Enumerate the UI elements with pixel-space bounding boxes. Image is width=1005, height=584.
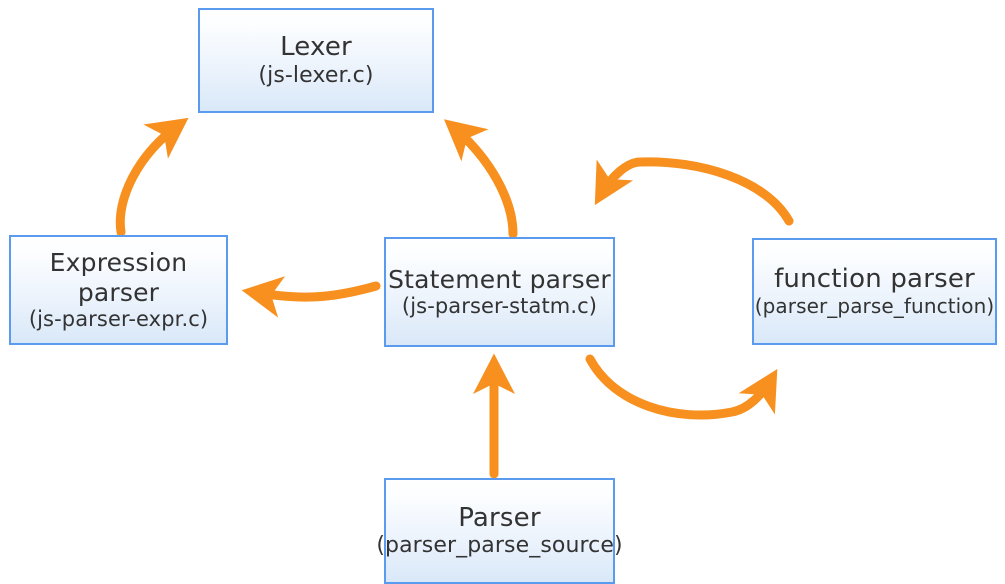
node-parser-title: Parser [458, 502, 541, 533]
node-lexer-subtitle: (js-lexer.c) [258, 62, 374, 88]
edge-function-parser-to-statement-parser [594, 157, 794, 226]
node-function-parser[interactable]: function parser (parser_parse_function) [752, 238, 997, 345]
node-statement-parser-subtitle: (js-parser-statm.c) [401, 294, 598, 319]
node-function-parser-title: function parser [774, 264, 975, 295]
node-expression-parser[interactable]: Expression parser (js-parser-expr.c) [9, 235, 228, 345]
edge-statement-parser-to-lexer [443, 119, 518, 239]
edge-statement-parser-to-function-parser [585, 354, 778, 420]
node-lexer-title: Lexer [280, 32, 352, 63]
edge-statement-parser-to-expression-parser [241, 276, 381, 318]
node-expression-parser-title: Expression parser [49, 248, 188, 307]
node-statement-parser[interactable]: Statement parser (js-parser-statm.c) [384, 237, 615, 347]
node-statement-parser-title: Statement parser [388, 264, 611, 294]
node-parser-subtitle: (parser_parse_source) [376, 533, 623, 559]
node-parser[interactable]: Parser (parser_parse_source) [376, 478, 623, 584]
edge-expression-parser-to-lexer [115, 117, 189, 237]
node-lexer[interactable]: Lexer (js-lexer.c) [198, 8, 434, 113]
node-function-parser-subtitle: (parser_parse_function) [754, 294, 995, 319]
node-expression-parser-subtitle: (js-parser-expr.c) [28, 307, 209, 332]
